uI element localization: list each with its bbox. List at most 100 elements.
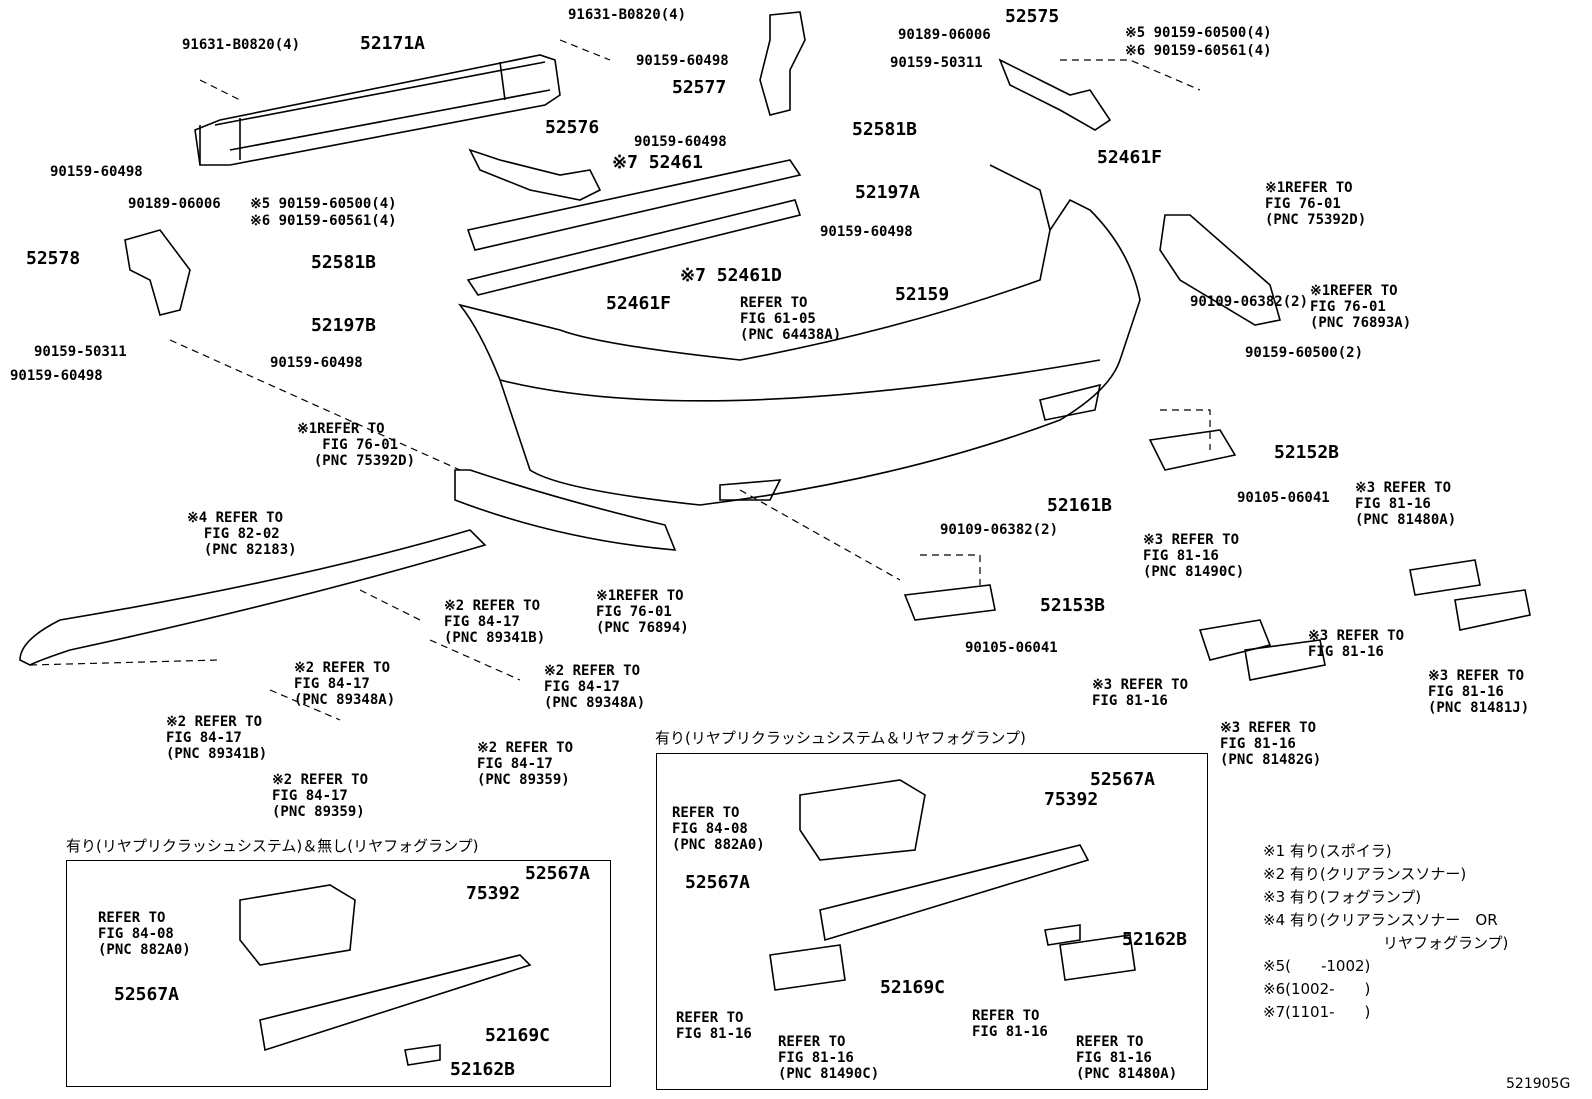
label-52461F-a: 52461F xyxy=(1097,147,1163,168)
lb-label-52162B: 52162B xyxy=(450,1059,516,1080)
left-box-frame xyxy=(66,860,611,1087)
rb-garnish-52169C-drawing xyxy=(819,844,1090,942)
label-52461: ※7 52461 xyxy=(612,152,703,173)
label-note5b: ※5 90159-60500(4) xyxy=(250,196,397,212)
rb-sensor-module-drawing xyxy=(799,779,926,861)
label-90105-06041-a: 90105-06041 xyxy=(1237,490,1330,506)
retainer-52576-drawing xyxy=(468,148,602,201)
diagram-id: 521905G xyxy=(1506,1076,1571,1092)
legend-notes: ※1 有り(スポイラ) ※2 有り(クリアランスソナー) ※3 有り(フォグラン… xyxy=(1263,840,1508,1024)
fog-lamp-a-drawing xyxy=(1198,619,1272,661)
legend-note-3: ※3 有り(フォグランプ) xyxy=(1263,888,1422,906)
label-ref-84-17-b: ※2 REFER TO FIG 84-17 (PNC 89348A) xyxy=(294,660,396,708)
label-52171A: 52171A xyxy=(360,33,426,54)
lb-label-52567A-a: 52567A xyxy=(525,863,591,884)
label-90105-06041-b: 90105-06041 xyxy=(965,640,1058,656)
label-ref-81-16-c: ※3 REFER TO FIG 81-16 xyxy=(1308,628,1405,660)
lb-sensor-module-drawing xyxy=(239,884,356,966)
label-ref-61-05: REFER TO FIG 61-05 (PNC 64438A) xyxy=(740,295,842,343)
bumper-cover-drawing xyxy=(457,164,1141,506)
label-note6-60561: ※6 90159-60561(4) xyxy=(1125,43,1272,59)
legend-note-4-cont: リヤフォグランプ) xyxy=(1263,934,1509,952)
label-52461D: ※7 52461D xyxy=(680,265,782,286)
label-ref-76-01-b: ※1REFER TO FIG 76-01 (PNC 75392D) xyxy=(1265,180,1367,228)
label-90159-50311-b: 90159-50311 xyxy=(34,344,127,360)
sensor-harness-drawing xyxy=(19,529,487,666)
label-90109-06382-2a: 90109-06382(2) xyxy=(1190,294,1309,310)
rb-label-ref-81-16-d: REFER TO FIG 81-16 (PNC 81480A) xyxy=(1076,1034,1178,1082)
lb-label-52567A-b: 52567A xyxy=(114,984,180,1005)
label-ref-84-17-a: ※2 REFER TO FIG 84-17 (PNC 89341B) xyxy=(444,598,546,646)
legend-note-6: ※6(1002- ) xyxy=(1263,980,1371,998)
label-90159-60498-b: 90159-60498 xyxy=(634,134,727,150)
fog-lamp-c-drawing xyxy=(1409,559,1481,596)
legend-note-4: ※4 有り(クリアランスソナー OR xyxy=(1263,911,1498,929)
label-52578: 52578 xyxy=(26,248,81,269)
bracket-52578-drawing xyxy=(124,229,191,316)
spoiler-52461D-drawing xyxy=(466,199,802,296)
bumper-reinforcement-drawing xyxy=(194,54,561,166)
lb-insert-52162B-drawing xyxy=(404,1044,441,1066)
lb-garnish-52169C-drawing xyxy=(259,954,532,1052)
rb-label-75392: 75392 xyxy=(1044,789,1099,810)
label-ref-81-16-a: ※3 REFER TO FIG 81-16 (PNC 81480A) xyxy=(1355,480,1457,528)
label-52197A: 52197A xyxy=(855,182,921,203)
label-ref-84-17-e: ※2 REFER TO FIG 84-17 (PNC 89359) xyxy=(477,740,574,788)
exhaust-finisher-52152B-drawing xyxy=(1148,429,1237,471)
fog-lamp-d-drawing xyxy=(1454,589,1531,631)
label-ref-84-17-d: ※2 REFER TO FIG 84-17 (PNC 89341B) xyxy=(166,714,268,762)
label-90159-60498-f: 90159-60498 xyxy=(10,368,103,384)
label-52576: 52576 xyxy=(545,117,600,138)
rb-label-ref-81-16-c: REFER TO FIG 81-16 xyxy=(972,1008,1048,1040)
rb-fog-lamp-left-drawing xyxy=(769,944,846,991)
rb-label-ref-81-16-a: REFER TO FIG 81-16 xyxy=(676,1010,752,1042)
rb-label-52567A-a: 52567A xyxy=(1090,769,1156,790)
label-ref-81-16-b: ※3 REFER TO FIG 81-16 (PNC 81490C) xyxy=(1143,532,1245,580)
label-52577: 52577 xyxy=(672,77,727,98)
side-cover-drawing xyxy=(1159,214,1282,326)
right-box-frame xyxy=(656,753,1208,1090)
rb-label-ref-81-16-b: REFER TO FIG 81-16 (PNC 81490C) xyxy=(778,1034,880,1082)
label-ref-76-01-d: ※1REFER TO FIG 76-01 (PNC 76894) xyxy=(596,588,689,636)
label-note5-60500: ※5 90159-60500(4) xyxy=(1125,25,1272,41)
lb-label-52169C: 52169C xyxy=(485,1025,551,1046)
label-52161B: 52161B xyxy=(1047,495,1113,516)
rb-label-52567A-b: 52567A xyxy=(685,872,751,893)
label-52197B: 52197B xyxy=(311,315,377,336)
rb-fog-lamp-right-drawing xyxy=(1059,934,1136,981)
label-90159-60498-d: 90159-60498 xyxy=(50,164,143,180)
label-90159-60500-2: 90159-60500(2) xyxy=(1245,345,1364,361)
label-52575: 52575 xyxy=(1005,6,1060,27)
rb-label-ref-84-08: REFER TO FIG 84-08 (PNC 882A0) xyxy=(672,805,765,853)
fog-lamp-b-drawing xyxy=(1244,639,1326,681)
label-90159-60498-a: 90159-60498 xyxy=(636,53,729,69)
label-52461F-b: 52461F xyxy=(606,293,672,314)
label-52159: 52159 xyxy=(895,284,950,305)
legend-note-2: ※2 有り(クリアランスソナー) xyxy=(1263,865,1467,883)
lb-label-ref-84-08: REFER TO FIG 84-08 (PNC 882A0) xyxy=(98,910,191,958)
retainer-52575-drawing xyxy=(998,58,1112,131)
lb-label-75392: 75392 xyxy=(466,883,521,904)
legend-note-7: ※7(1101- ) xyxy=(1263,1003,1371,1021)
legend-note-1: ※1 有り(スポイラ) xyxy=(1263,842,1392,860)
label-91631-B0820-right: 91631-B0820(4) xyxy=(568,7,687,23)
rb-insert-52162B-drawing xyxy=(1044,924,1081,946)
bracket-52577-drawing xyxy=(759,11,806,116)
label-91631-B0820-left: 91631-B0820(4) xyxy=(182,37,301,53)
label-90159-60498-e: 90159-60498 xyxy=(270,355,363,371)
legend-note-5: ※5( -1002) xyxy=(1263,957,1371,975)
label-ref-81-16-d: ※3 REFER TO FIG 81-16 (PNC 81481J) xyxy=(1428,668,1530,716)
label-90109-06382-2b: 90109-06382(2) xyxy=(940,522,1059,538)
label-52153B: 52153B xyxy=(1040,595,1106,616)
leader-dashed-lines xyxy=(29,39,1211,721)
label-ref-81-16-f: ※3 REFER TO FIG 81-16 (PNC 81482G) xyxy=(1220,720,1322,768)
label-90189-06006-a: 90189-06006 xyxy=(898,27,991,43)
label-note6b: ※6 90159-60561(4) xyxy=(250,213,397,229)
label-52152B: 52152B xyxy=(1274,442,1340,463)
label-52581B-a: 52581B xyxy=(852,119,918,140)
spoiler-52461-drawing xyxy=(466,159,802,251)
label-ref-84-17-c: ※2 REFER TO FIG 84-17 (PNC 89348A) xyxy=(544,663,646,711)
exhaust-finisher-52153B-drawing xyxy=(903,584,996,621)
